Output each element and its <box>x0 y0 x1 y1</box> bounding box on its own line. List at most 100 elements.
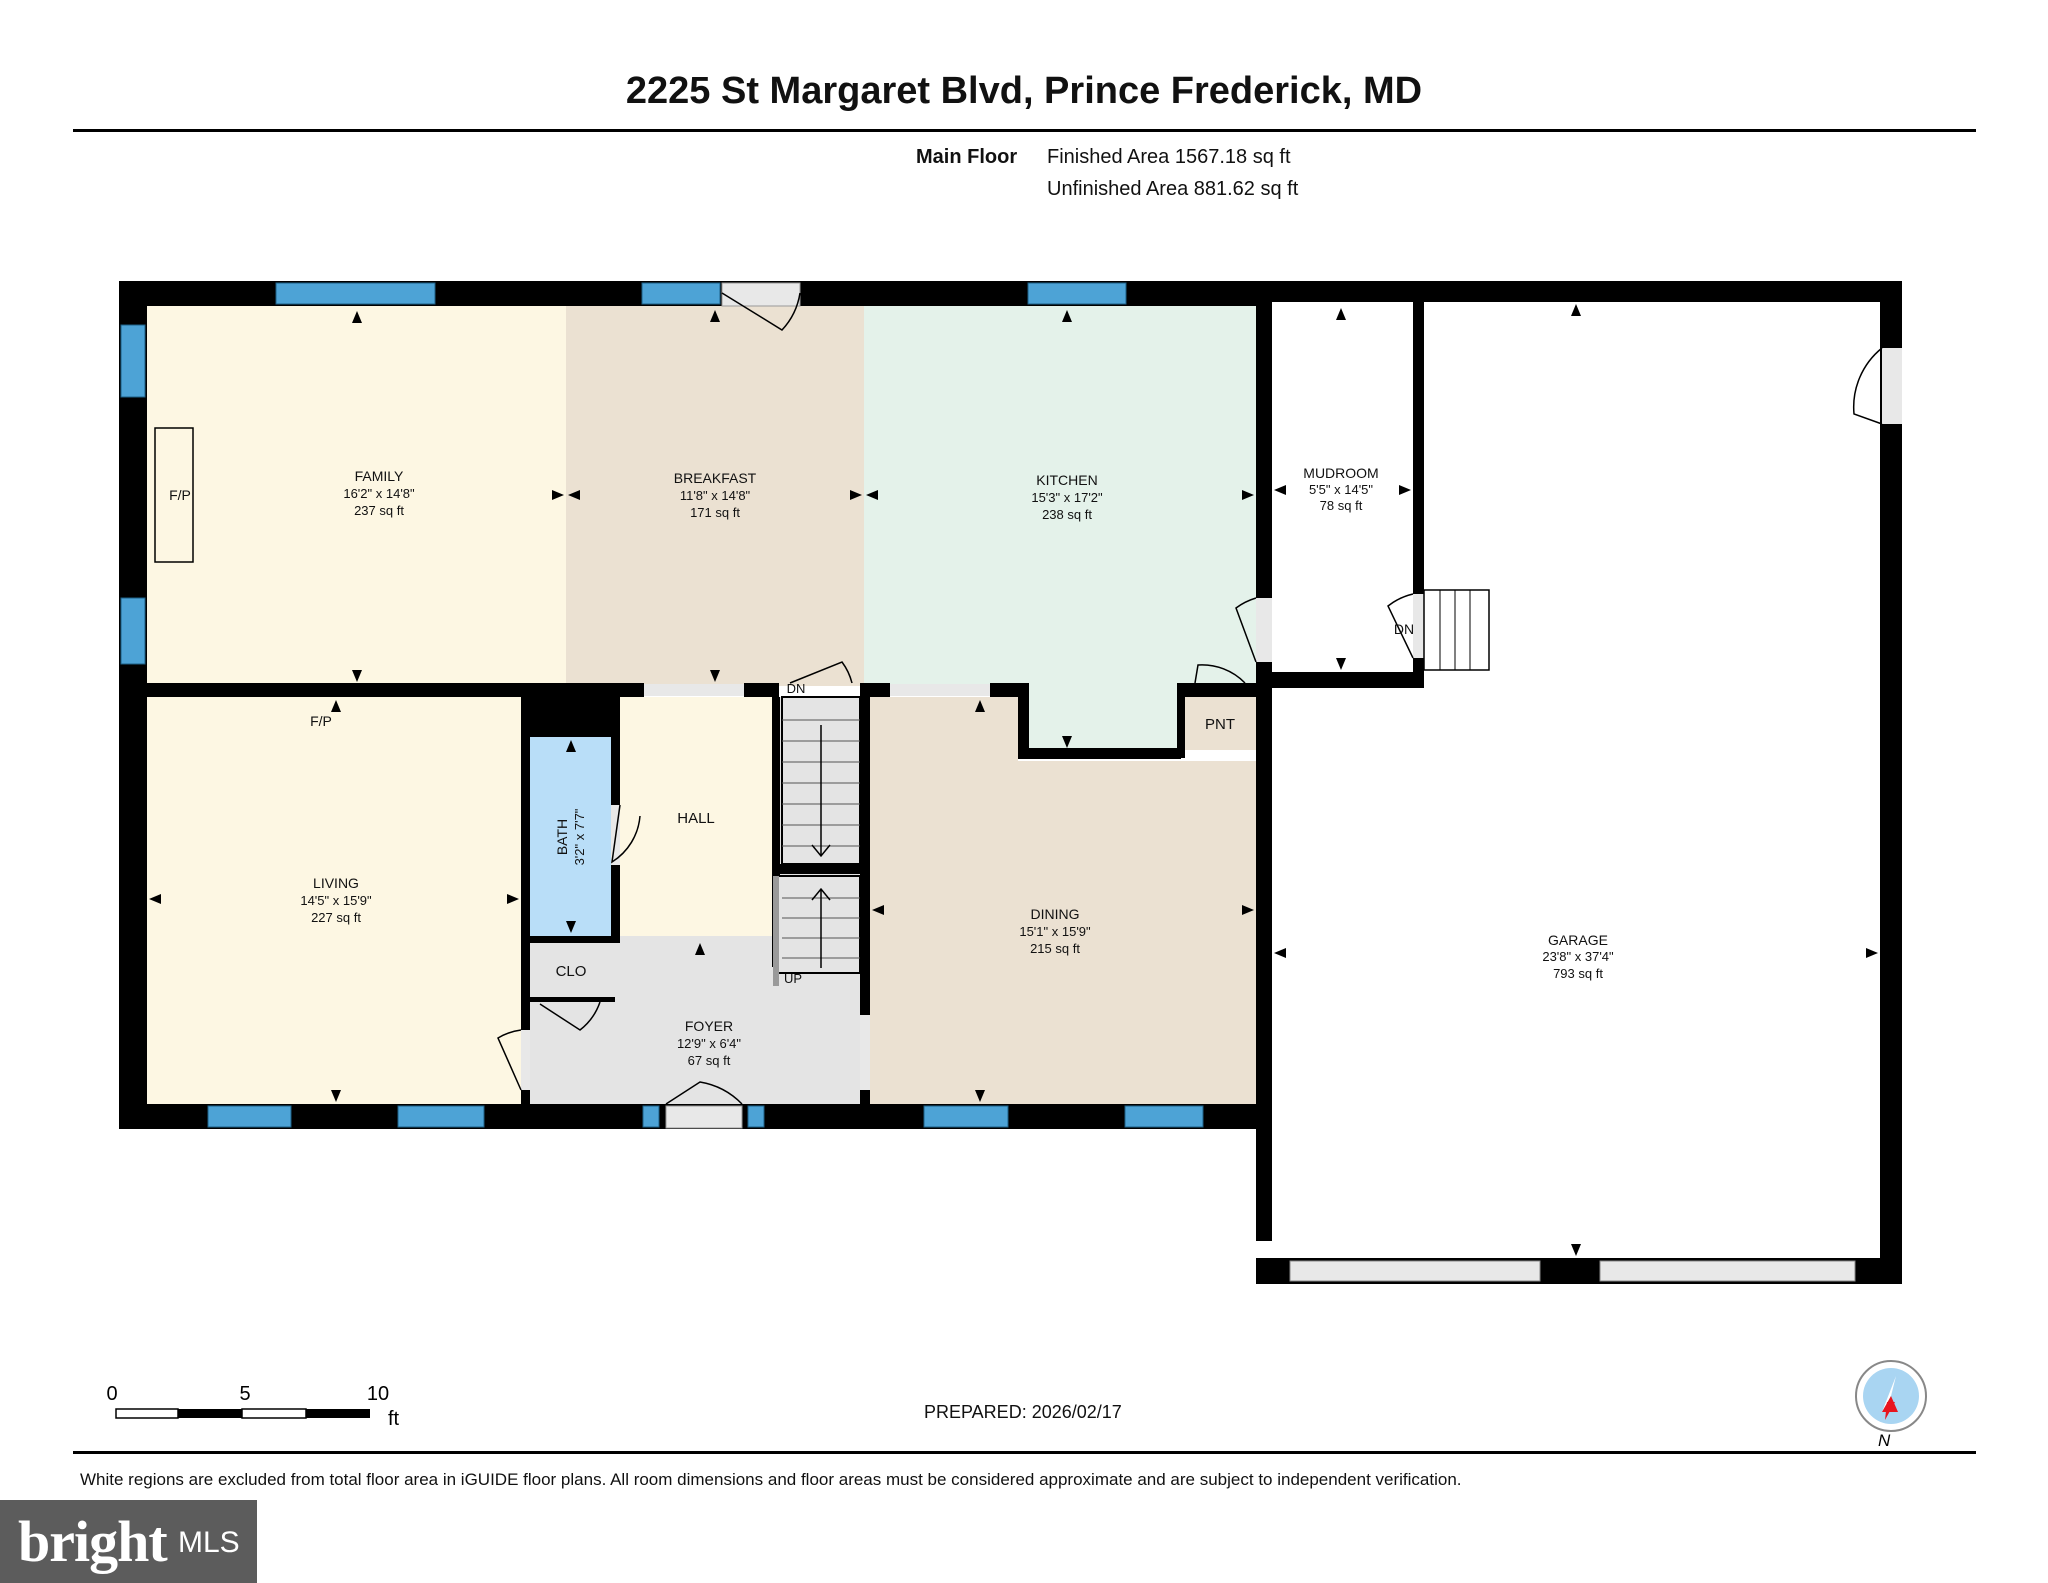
fireplace-family-label: F/P <box>169 487 191 503</box>
scale-seg-1 <box>115 1408 179 1419</box>
stair-arrow-up <box>811 887 831 968</box>
stairs-down-label: DN <box>787 681 806 696</box>
wall-mid-horizontal-4 <box>990 683 1027 697</box>
arrow-bath-top <box>566 740 576 752</box>
garage-fill <box>1272 304 1880 1256</box>
arrow-dining-right <box>1242 905 1254 915</box>
arrow-living-right <box>507 894 519 904</box>
stairs <box>773 589 1490 986</box>
kitchen-area: 238 sq ft <box>1042 507 1092 522</box>
floor-label: Main Floor <box>916 146 1018 168</box>
bath-name: BATH <box>554 819 570 855</box>
breakfast-dims: 11'8" x 14'8" <box>680 488 751 503</box>
kitchen-name: KITCHEN <box>1036 472 1097 488</box>
closet-name: CLO <box>556 963 587 980</box>
arrow-kitchen-right <box>1242 490 1254 500</box>
wall-closet-bottom <box>521 997 615 1002</box>
arrow-breakfast-top <box>710 310 720 322</box>
living-room-fill <box>147 697 521 1104</box>
wall-mid-horizontal-3 <box>860 683 890 697</box>
door-swing-breakfast <box>721 292 801 331</box>
door-swing-stairs <box>789 661 853 684</box>
arrow-kitchen-bottom <box>1062 736 1072 748</box>
arrow-dining-bottom <box>975 1090 985 1102</box>
door-swing-pantry <box>1194 664 1246 684</box>
scale-tick-0: 0 <box>106 1383 117 1405</box>
wall-mid-horizontal-2 <box>744 683 779 697</box>
fireplace-living-label: F/P <box>310 713 332 729</box>
opening-kitchen-dining <box>890 684 990 696</box>
mudroom-area: 78 sq ft <box>1320 498 1363 513</box>
door-swing-mudroom <box>1235 597 1257 663</box>
opening-foyer-dining <box>860 1015 870 1090</box>
dining-dims: 15'1" x 15'9" <box>1019 924 1091 939</box>
kitchen-lower-fill <box>1027 686 1177 752</box>
header-divider <box>73 129 1976 132</box>
arrow-family-right <box>552 490 564 500</box>
opening-breakfast-top <box>721 282 801 307</box>
arrow-kitchen-top <box>1062 310 1072 322</box>
scale-tick-5: 5 <box>239 1383 250 1405</box>
arrow-mudroom-left <box>1274 485 1286 495</box>
wall-pantry-left <box>1177 683 1185 758</box>
door-swing-bath <box>611 804 641 864</box>
arrow-bath-bottom <box>566 921 576 933</box>
garage-area: 793 sq ft <box>1553 966 1603 981</box>
stair-handrail <box>773 876 779 986</box>
unfinished-area: Unfinished Area 881.62 sq ft <box>1047 178 1299 200</box>
kitchen-room-fill <box>864 304 1256 686</box>
compass-needle-red <box>1885 1402 1895 1420</box>
bath-dims: 3'2" x 7'7" <box>572 808 587 865</box>
scale-bar-graphic: 0 5 10 ft <box>106 1383 400 1430</box>
windows <box>120 282 1204 1128</box>
pantry-fill <box>1183 697 1256 750</box>
compass-north-label: N <box>1878 1431 1891 1450</box>
arrow-dining-left <box>872 905 884 915</box>
mudroom-steps-box <box>1423 589 1490 671</box>
garage-door-left <box>1289 1260 1541 1282</box>
living-area: 227 sq ft <box>311 910 361 925</box>
arrow-living-top <box>331 700 341 712</box>
family-room-fill <box>147 304 566 686</box>
foyer-name: FOYER <box>685 1018 733 1034</box>
window-foyer-left <box>642 1105 660 1128</box>
wall-kitchen-right <box>1256 281 1272 1241</box>
wall-mudroom-right <box>1413 302 1424 674</box>
breakfast-area: 171 sq ft <box>690 505 740 520</box>
garage-name: GARAGE <box>1548 932 1608 948</box>
door-swing-garage-mudroom <box>1387 593 1414 659</box>
opening-kitchen-mudroom <box>1256 598 1272 662</box>
family-area: 237 sq ft <box>354 503 404 518</box>
kitchen-dims: 15'3" x 17'2" <box>1031 490 1103 505</box>
window-living-bottom-1 <box>207 1105 292 1128</box>
wall-kitchen-nook-bottom <box>1018 748 1181 759</box>
wall-living-right <box>521 697 530 1104</box>
scale-seg-3 <box>241 1408 307 1419</box>
opening-living-foyer <box>521 1030 530 1090</box>
dining-room-fill <box>870 697 1256 1104</box>
scale-tick-10: 10 <box>367 1383 389 1405</box>
mudroom-steps <box>1423 589 1490 671</box>
window-breakfast-top <box>641 282 721 305</box>
finished-area: Finished Area 1567.18 sq ft <box>1047 146 1291 168</box>
living-dims: 14'5" x 15'9" <box>300 893 372 908</box>
window-family-top <box>275 282 436 305</box>
foyer-area: 67 sq ft <box>688 1053 731 1068</box>
compass-needle-north <box>1882 1376 1896 1412</box>
scale-seg-2 <box>178 1409 242 1418</box>
arrow-garage-top <box>1571 304 1581 316</box>
fireplace-family <box>154 427 194 563</box>
stair-arrow-down <box>811 725 831 858</box>
arrow-kitchen-left <box>866 490 878 500</box>
scale-bar: 0 5 10 ft <box>106 1380 432 1430</box>
wall-left <box>119 281 147 1128</box>
living-name: LIVING <box>313 875 359 891</box>
wall-garage-right <box>1880 281 1902 1284</box>
scale-unit: ft <box>388 1408 400 1430</box>
wall-bath-top <box>521 697 620 737</box>
opening-front-door <box>665 1105 743 1129</box>
footer-divider <box>73 1451 1976 1454</box>
window-foyer-right <box>747 1105 765 1128</box>
opening-family-hall <box>644 684 744 696</box>
mudroom-dims: 5'5" x 14'5" <box>1309 482 1373 497</box>
